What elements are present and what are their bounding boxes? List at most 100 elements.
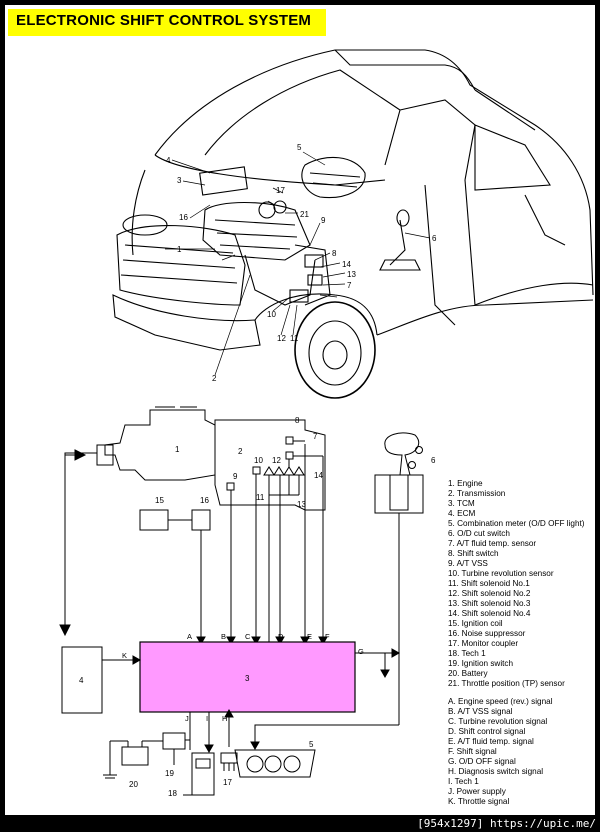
- combination-meter-shape: [234, 749, 316, 778]
- legend-item: 1. Engine: [448, 479, 483, 488]
- callout-11: 11: [290, 334, 299, 343]
- signal-letter-j: J: [185, 714, 189, 723]
- signal-item: H. Diagnosis switch signal: [448, 767, 543, 776]
- label-ecm: 4: [79, 676, 84, 685]
- signal-letter-a: A: [187, 632, 192, 641]
- label-battery: 20: [129, 780, 138, 789]
- callout-16: 16: [179, 213, 188, 222]
- signal-item: E. A/T fluid temp. signal: [448, 737, 534, 746]
- tcm-box: [139, 641, 356, 713]
- title-banner: ELECTRONIC SHIFT CONTROL SYSTEM: [8, 9, 326, 36]
- signal-letter-c: C: [245, 632, 251, 641]
- label-monitor: 17: [223, 778, 232, 787]
- legend-item: 3. TCM: [448, 499, 475, 508]
- signal-letter-f: F: [325, 632, 330, 641]
- signal-item: J. Power supply: [448, 787, 507, 796]
- tech1-box: [191, 752, 215, 796]
- label-suppressor: 16: [200, 496, 209, 505]
- component-legend: 1. Engine 2. Transmission 3. TCM 4. ECM …: [448, 479, 585, 688]
- engine-shape: [104, 409, 216, 481]
- callout-7: 7: [347, 281, 352, 290]
- label-shifter: 6: [431, 456, 436, 465]
- legend-item: 4. ECM: [448, 509, 475, 518]
- callout-14: 14: [342, 260, 351, 269]
- legend-item: 21. Throttle position (TP) sensor: [448, 679, 565, 688]
- signal-item: D. Shift control signal: [448, 727, 526, 736]
- signal-letter-d: D: [278, 632, 284, 641]
- ecm-box: [61, 646, 103, 714]
- legend-item: 18. Tech 1: [448, 649, 486, 658]
- signal-letter-e: E: [307, 632, 312, 641]
- label-vss: 9: [233, 472, 238, 481]
- signal-letters: A B C D E F G H I J K: [122, 632, 364, 723]
- callout-8: 8: [332, 249, 337, 258]
- diagram-frame: ELECTRONIC SHIFT CONTROL SYSTEM: [5, 5, 595, 815]
- legend-item: 11. Shift solenoid No.1: [448, 579, 530, 588]
- od-cut-switch-box: [374, 474, 424, 514]
- callout-2: 2: [212, 374, 217, 383]
- signal-letter-b: B: [221, 632, 226, 641]
- signal-letter-i: I: [206, 714, 208, 723]
- callout-5: 5: [297, 143, 302, 152]
- label-tech1: 18: [168, 789, 177, 798]
- callout-6: 6: [432, 234, 437, 243]
- legend-item: 16. Noise suppressor: [448, 629, 526, 638]
- label-fluid-temp: 7: [313, 432, 318, 441]
- top-leader-lines: [165, 151, 431, 376]
- watermark-text: [954x1297] https://upic.me/: [417, 817, 596, 830]
- callout-4: 4: [166, 156, 171, 165]
- noise-suppressor-box: [191, 509, 211, 531]
- signal-item: I. Tech 1: [448, 777, 479, 786]
- legend-item: 9. A/T VSS: [448, 559, 488, 568]
- callout-1: 1: [177, 245, 182, 254]
- callout-3: 3: [177, 176, 182, 185]
- callout-12: 12: [277, 334, 286, 343]
- signal-item: B. A/T VSS signal: [448, 707, 513, 716]
- legend-item: 17. Monitor coupler: [448, 639, 518, 648]
- signal-item: K. Throttle signal: [448, 797, 509, 806]
- transmission-shape: [214, 419, 326, 511]
- legend-item: 15. Ignition coil: [448, 619, 503, 628]
- legend-item: 7. A/T fluid temp. sensor: [448, 539, 536, 548]
- label-turbine: 10: [254, 456, 263, 465]
- schematic-component-labels: 1 2 3 4 5 6 7 8 9 10 11 12 13 14 15 16 1…: [79, 416, 436, 798]
- signal-legend: A. Engine speed (rev.) signal B. A/T VSS…: [448, 697, 553, 806]
- label-sol3: 13: [297, 500, 306, 509]
- label-transmission: 2: [238, 447, 243, 456]
- label-sol4: 14: [314, 471, 323, 480]
- label-coil: 15: [155, 496, 164, 505]
- legend-item: 2. Transmission: [448, 489, 506, 498]
- label-engine: 1: [175, 445, 180, 454]
- label-sol2: 12: [272, 456, 281, 465]
- callout-10: 10: [267, 310, 276, 319]
- callout-21: 21: [300, 210, 309, 219]
- callout-17: 17: [276, 186, 285, 195]
- ignition-coil-box: [139, 509, 169, 531]
- label-tcm: 3: [245, 674, 250, 683]
- signal-item: C. Turbine revolution signal: [448, 717, 547, 726]
- diagram-drawing: 4 3 16 1 2 5 6 17 21 9 8 14 13 7 10 12 1…: [59, 49, 594, 806]
- legend-item: 20. Battery: [448, 669, 489, 678]
- label-sol1: 11: [256, 493, 265, 502]
- legend-item: 14. Shift solenoid No.4: [448, 609, 531, 618]
- legend-item: 19. Ignition switch: [448, 659, 514, 668]
- schematic: [59, 406, 424, 796]
- page-title: ELECTRONIC SHIFT CONTROL SYSTEM: [16, 12, 312, 29]
- signal-letter-h: H: [222, 714, 227, 723]
- label-od-cut: 8: [295, 416, 300, 425]
- legend-item: 5. Combination meter (O/D OFF light): [448, 519, 585, 528]
- legend-item: 13. Shift solenoid No.3: [448, 599, 531, 608]
- legend-item: 10. Turbine revolution sensor: [448, 569, 554, 578]
- callout-9: 9: [321, 216, 326, 225]
- top-callout-numbers: 4 3 16 1 2 5 6 17 21 9 8 14 13 7 10 12 1…: [166, 143, 437, 383]
- legend-item: 8. Shift switch: [448, 549, 499, 558]
- signal-item: F. Shift signal: [448, 747, 497, 756]
- vehicle-illustration: [112, 49, 594, 399]
- legend-item: 12. Shift solenoid No.2: [448, 589, 531, 598]
- label-meter: 5: [309, 740, 314, 749]
- signal-letter-g: G: [358, 647, 364, 656]
- signal-item: G. O/D OFF signal: [448, 757, 516, 766]
- signal-letter-k: K: [122, 651, 127, 660]
- callout-13: 13: [347, 270, 356, 279]
- legend-item: 6. O/D cut switch: [448, 529, 510, 538]
